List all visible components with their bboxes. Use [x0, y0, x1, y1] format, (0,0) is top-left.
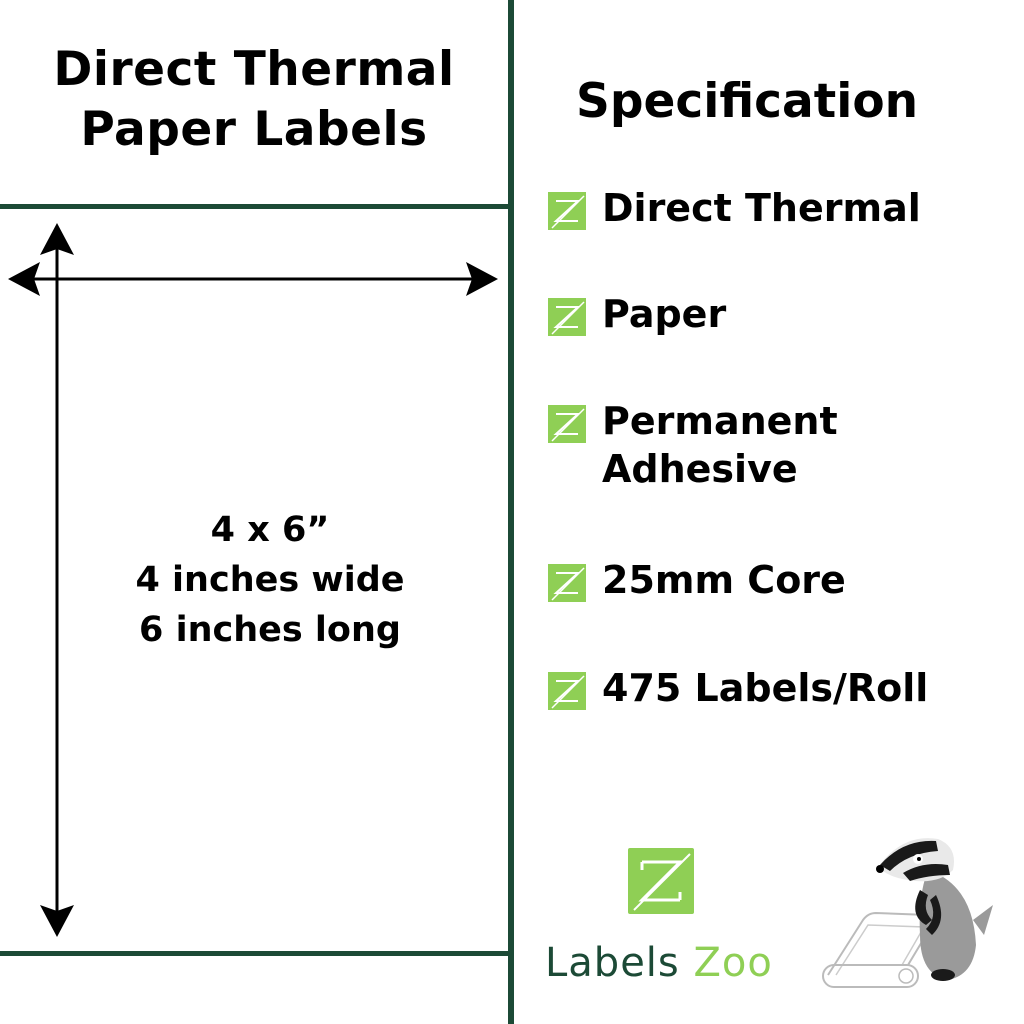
labelszoo-z-icon	[548, 405, 586, 443]
spec-label-line-1: Permanent	[602, 399, 838, 443]
dimensions-width: 4 inches wide	[135, 560, 405, 600]
spec-item-paper: Paper	[548, 290, 726, 338]
labelszoo-z-icon	[548, 192, 586, 230]
labelszoo-z-icon	[548, 564, 586, 602]
brand-name-zoo: Zoo	[693, 940, 773, 986]
labelszoo-z-icon	[548, 298, 586, 336]
title-line-1: Direct Thermal	[53, 42, 455, 97]
spec-item-permanent-adhesive: Permanent Adhesive	[548, 397, 838, 493]
spec-label: Direct Thermal	[602, 186, 921, 230]
dimensions-size: 4 x 6”	[210, 510, 330, 550]
labelszoo-logo-icon	[628, 848, 694, 914]
dimensions-text: 4 x 6” 4 inches wide 6 inches long	[60, 505, 480, 655]
vertical-divider	[508, 0, 514, 1024]
product-title: Direct Thermal Paper Labels	[0, 40, 508, 160]
spec-item-direct-thermal: Direct Thermal	[548, 184, 921, 232]
spec-item-core: 25mm Core	[548, 556, 846, 604]
spec-label: 475 Labels/Roll	[602, 666, 929, 710]
bottom-divider	[0, 951, 510, 956]
spec-label: Paper	[602, 292, 727, 336]
dimensions-length: 6 inches long	[139, 610, 401, 650]
spec-label-line-2: Adhesive	[602, 447, 798, 491]
specification-heading: Specification	[576, 74, 919, 129]
labelszoo-z-icon	[548, 672, 586, 710]
top-divider	[0, 204, 510, 209]
badger-mascot-icon	[822, 838, 993, 988]
spec-item-labels-per-roll: 475 Labels/Roll	[548, 664, 928, 712]
brand-name: Labels Zoo	[545, 940, 773, 986]
brand-name-labels: Labels	[545, 940, 680, 986]
spec-label: 25mm Core	[602, 558, 846, 602]
dimension-arrows-icon	[8, 223, 498, 937]
title-line-2: Paper Labels	[80, 102, 428, 157]
